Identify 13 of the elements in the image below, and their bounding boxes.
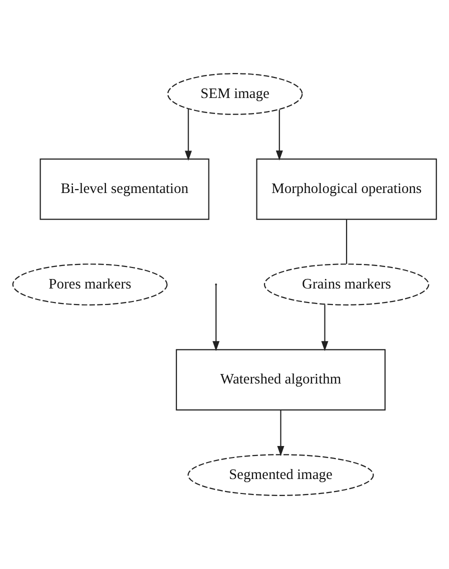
node-box: Morphological operations bbox=[256, 158, 437, 220]
node-ellipse: Grains markers bbox=[264, 264, 430, 306]
node-box: Watershed algorithm bbox=[176, 349, 386, 410]
node-box: Bi-level segmentation bbox=[40, 158, 210, 220]
arrow bbox=[184, 108, 192, 161]
arrow bbox=[276, 110, 283, 161]
node-ellipse: Segmented image bbox=[188, 454, 374, 496]
arrow bbox=[321, 304, 328, 352]
node-ellipse: SEM image bbox=[167, 73, 303, 115]
arrow bbox=[212, 285, 220, 352]
node-ellipse: Pores markers bbox=[12, 264, 168, 306]
arrow bbox=[277, 410, 284, 456]
connector bbox=[346, 219, 348, 264]
